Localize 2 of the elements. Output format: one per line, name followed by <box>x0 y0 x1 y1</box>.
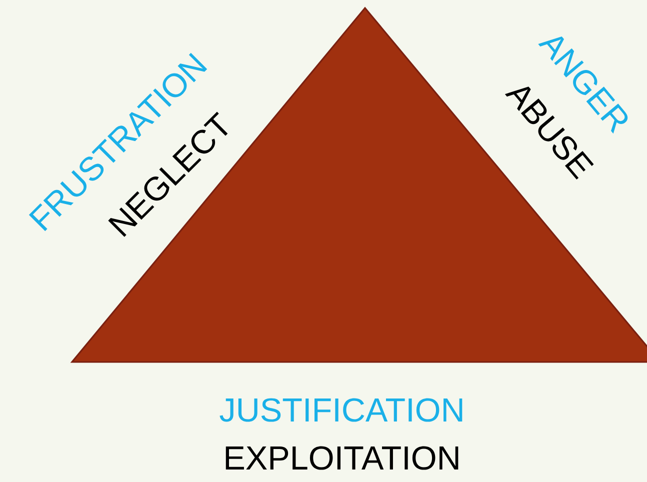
side-label: EXPLOITATION <box>226 446 458 470</box>
side-label: JUSTIFICATION <box>220 398 462 422</box>
